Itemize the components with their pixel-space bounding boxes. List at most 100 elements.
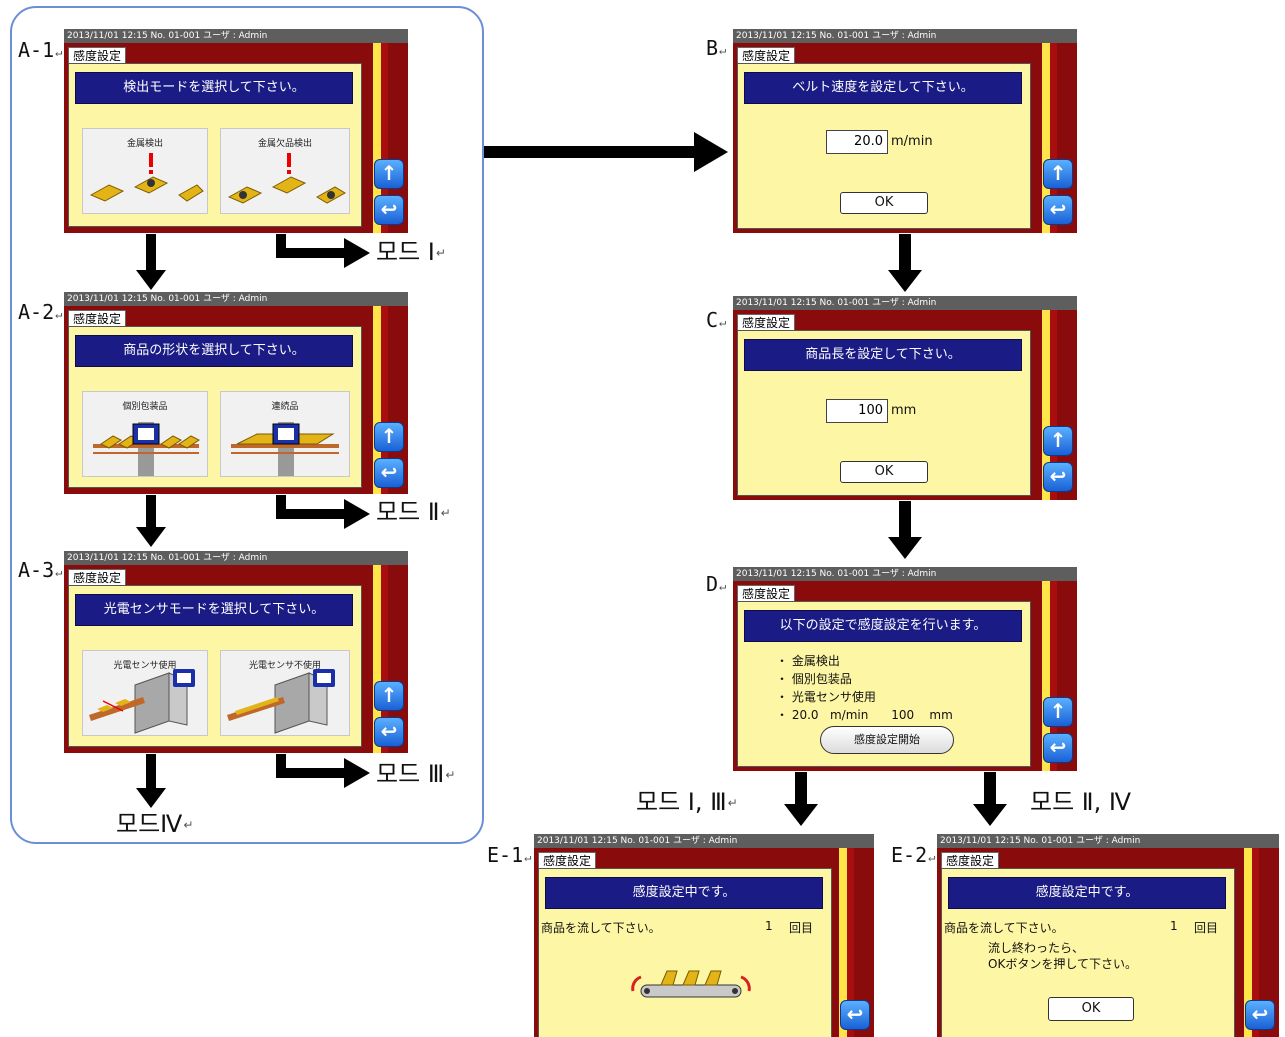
mode-1-3-label: 모드 Ⅰ, Ⅲ↵	[636, 788, 738, 816]
length-unit: mm	[891, 403, 917, 418]
finish-instruction-line1: 流し終わったら、	[988, 941, 1085, 955]
content-panel: 検出モードを選択して下さい。 金属検出 金属欠品検出	[68, 63, 362, 227]
feed-product-message: 商品を流して下さい。	[541, 921, 661, 935]
option-label: 個別包装品	[122, 402, 168, 412]
status-bar: 2013/11/01 12:15 No. 01-001 ユーザ : Admin	[64, 29, 408, 43]
up-arrow-icon[interactable]: ↑	[1043, 697, 1073, 727]
status-bar: 2013/11/01 12:15 No. 01-001 ユーザ : Admin	[64, 292, 408, 306]
status-bar: 2013/11/01 12:15 No. 01-001 ユーザ : Admin	[937, 834, 1279, 848]
screen-d: 2013/11/01 12:15 No. 01-001 ユーザ : Admin …	[733, 567, 1077, 771]
instruction-banner: 商品の形状を選択して下さい。	[75, 335, 353, 367]
sensor-not-use-illustration	[227, 669, 335, 734]
return-icon[interactable]: ↩	[1043, 195, 1073, 225]
pass-count: 1	[1170, 919, 1178, 933]
label-a2: A-2↵	[18, 300, 63, 324]
product-length-input[interactable]: 100	[826, 399, 888, 423]
label-c: C↵	[706, 308, 727, 332]
screen-title: 感度設定	[737, 314, 796, 332]
pass-count: 1	[765, 919, 773, 933]
return-icon[interactable]: ↩	[1043, 462, 1073, 492]
return-icon[interactable]: ↩	[374, 458, 404, 488]
pass-count-unit: 回目	[789, 921, 814, 935]
instruction-banner: 感度設定中です。	[948, 877, 1226, 909]
up-arrow-icon[interactable]: ↑	[374, 422, 404, 452]
screen-a3: 2013/11/01 12:15 No. 01-001 ユーザ : Admin …	[64, 551, 408, 753]
option-label: 光電センサ使用	[113, 661, 177, 671]
sensor-use-option[interactable]: 光電センサ使用	[82, 650, 208, 736]
screen-title: 感度設定	[68, 47, 127, 65]
summary-item: ・ 金属検出	[776, 654, 840, 668]
metal-detect-illustration	[89, 153, 204, 202]
pass-count-unit: 回目	[1194, 921, 1219, 935]
mode-4-label: 모드Ⅳ↵	[116, 810, 194, 838]
summary-item: ・ 20.0 m/min 100 mm	[776, 708, 953, 722]
up-arrow-icon[interactable]: ↑	[1043, 426, 1073, 456]
instruction-banner: 商品長を設定して下さい。	[744, 339, 1022, 371]
option-label: 光電センサ不使用	[248, 661, 321, 671]
missing-metal-option[interactable]: 金属欠品検出	[220, 128, 350, 214]
option-label: 金属検出	[126, 139, 163, 149]
individual-package-illustration	[93, 422, 200, 476]
conveyor-illustration	[631, 970, 751, 998]
status-bar: 2013/11/01 12:15 No. 01-001 ユーザ : Admin	[733, 29, 1077, 43]
status-bar: 2013/11/01 12:15 No. 01-001 ユーザ : Admin	[733, 567, 1077, 581]
summary-item: ・ 個別包装品	[776, 672, 852, 686]
belt-speed-input[interactable]: 20.0	[826, 130, 888, 154]
instruction-banner: 以下の設定で感度設定を行います。	[744, 610, 1022, 642]
up-arrow-icon[interactable]: ↑	[374, 159, 404, 189]
status-bar: 2013/11/01 12:15 No. 01-001 ユーザ : Admin	[64, 551, 408, 565]
screen-e2: 2013/11/01 12:15 No. 01-001 ユーザ : Admin …	[937, 834, 1279, 1037]
content-panel: 以下の設定で感度設定を行います。 ・ 金属検出 ・ 個別包装品 ・ 光電センサ使…	[737, 601, 1031, 767]
label-d: D↵	[706, 572, 727, 596]
return-icon[interactable]: ↩	[1043, 733, 1073, 763]
content-panel: 感度設定中です。 商品を流して下さい。 1 回目 流し終わったら、 OKボタンを…	[941, 868, 1235, 1037]
label-e1: E-1↵	[487, 843, 532, 867]
status-bar: 2013/11/01 12:15 No. 01-001 ユーザ : Admin	[733, 296, 1077, 310]
screen-title: 感度設定	[68, 569, 127, 587]
return-icon[interactable]: ↩	[374, 195, 404, 225]
label-e2: E-2↵	[891, 843, 936, 867]
content-panel: 商品の形状を選択して下さい。 個別包装品 連続品	[68, 326, 362, 488]
label-a1: A-1↵	[18, 38, 63, 62]
screen-a1: 2013/11/01 12:15 No. 01-001 ユーザ : Admin …	[64, 29, 408, 233]
speed-unit: m/min	[891, 134, 933, 149]
screen-c: 2013/11/01 12:15 No. 01-001 ユーザ : Admin …	[733, 296, 1077, 500]
content-panel: ベルト速度を設定して下さい。 20.0 m/min OK	[737, 63, 1031, 229]
feed-product-message: 商品を流して下さい。	[944, 921, 1064, 935]
ok-button[interactable]: OK	[1048, 997, 1134, 1021]
screen-title: 感度設定	[538, 852, 597, 870]
label-b: B↵	[706, 36, 727, 60]
screen-e1: 2013/11/01 12:15 No. 01-001 ユーザ : Admin …	[534, 834, 874, 1037]
sensor-use-illustration	[89, 669, 195, 734]
individual-package-option[interactable]: 個別包装品	[82, 391, 208, 477]
screen-title: 感度設定	[737, 585, 796, 603]
sensor-not-use-option[interactable]: 光電センサ不使用	[220, 650, 350, 736]
metal-detect-option[interactable]: 金属検出	[82, 128, 208, 214]
instruction-banner: 光電センサモードを選択して下さい。	[75, 594, 353, 626]
continuous-product-option[interactable]: 連続品	[220, 391, 350, 477]
status-bar: 2013/11/01 12:15 No. 01-001 ユーザ : Admin	[534, 834, 874, 848]
up-arrow-icon[interactable]: ↑	[374, 681, 404, 711]
option-label: 金属欠品検出	[257, 139, 312, 149]
mode-2-4-label: 모드 Ⅱ, Ⅳ	[1030, 788, 1132, 816]
up-arrow-icon[interactable]: ↑	[1043, 159, 1073, 189]
content-panel: 光電センサモードを選択して下さい。 光電センサ使用 光電センサ不使用	[68, 585, 362, 747]
content-panel: 商品長を設定して下さい。 100 mm OK	[737, 330, 1031, 496]
mode-selection-group	[10, 6, 484, 844]
screen-title: 感度設定	[941, 852, 1000, 870]
content-panel: 感度設定中です。 商品を流して下さい。 1 回目	[538, 868, 832, 1037]
mode-2-label: 모드 Ⅱ↵	[376, 498, 451, 526]
ok-button[interactable]: OK	[840, 461, 928, 483]
return-icon[interactable]: ↩	[840, 1000, 870, 1030]
ok-button[interactable]: OK	[840, 192, 928, 214]
summary-item: ・ 光電センサ使用	[776, 690, 876, 704]
return-icon[interactable]: ↩	[374, 717, 404, 747]
option-label: 連続品	[271, 402, 299, 412]
return-icon[interactable]: ↩	[1245, 1000, 1275, 1030]
missing-metal-illustration	[227, 153, 346, 204]
screen-b: 2013/11/01 12:15 No. 01-001 ユーザ : Admin …	[733, 29, 1077, 233]
start-sensitivity-button[interactable]: 感度設定開始	[820, 726, 954, 754]
instruction-banner: ベルト速度を設定して下さい。	[744, 72, 1022, 104]
mode-3-label: 모드 Ⅲ↵	[376, 760, 456, 788]
